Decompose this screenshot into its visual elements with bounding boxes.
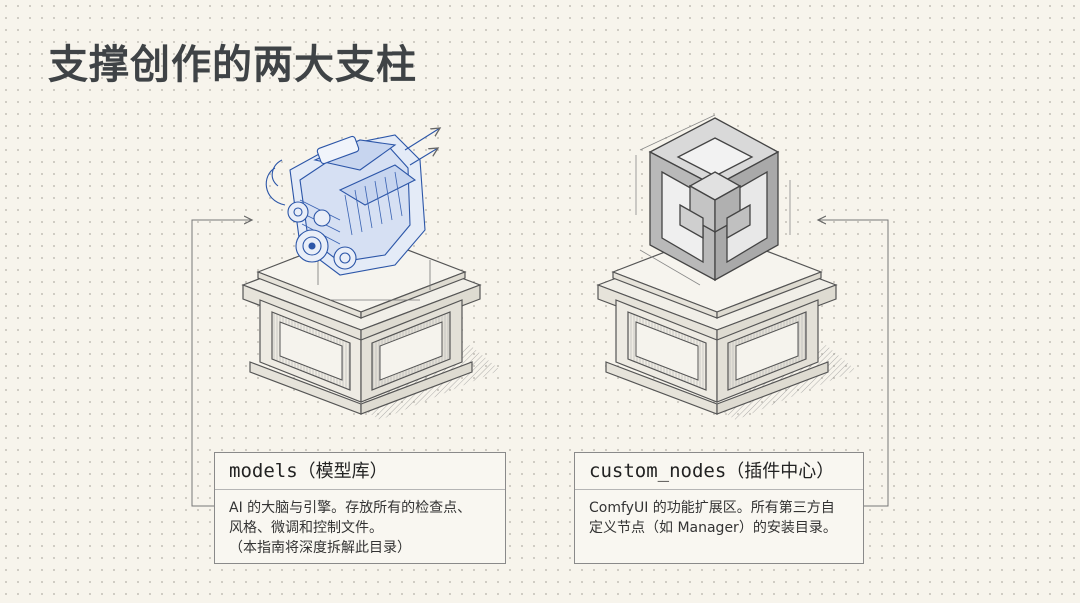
callout-connector-right [818, 220, 889, 507]
models-card: models（模型库） AI 的大脑与引擎。存放所有的检查点、 风格、微调和控制… [214, 452, 506, 564]
models-folder-name: models [229, 460, 298, 482]
custom-nodes-card-description: ComfyUI 的功能扩展区。所有第三方自 定义节点（如 Manager）的安装… [575, 490, 863, 546]
custom-nodes-desc-line: ComfyUI 的功能扩展区。所有第三方自 [589, 500, 835, 516]
models-desc-line: （本指南将深度拆解此目录） [229, 540, 411, 556]
callout-connector-left [191, 220, 252, 507]
custom-nodes-desc-line: 定义节点（如 Manager）的安装目录。 [589, 520, 837, 536]
page-title: 支撑创作的两大支柱 [48, 42, 417, 88]
left-pedestal [241, 231, 500, 420]
models-card-title: models（模型库） [215, 453, 505, 490]
custom-nodes-folder-name: custom_nodes [589, 460, 727, 482]
models-desc-line: AI 的大脑与引擎。存放所有的检查点、 [229, 500, 472, 516]
models-card-description: AI 的大脑与引擎。存放所有的检查点、 风格、微调和控制文件。 （本指南将深度拆… [215, 490, 505, 566]
custom-nodes-folder-subtitle: （插件中心） [726, 461, 835, 482]
custom-nodes-card: custom_nodes（插件中心） ComfyUI 的功能扩展区。所有第三方自… [574, 452, 864, 564]
custom-nodes-card-title: custom_nodes（插件中心） [575, 453, 863, 490]
models-desc-line: 风格、微调和控制文件。 [229, 520, 383, 536]
engine-icon [265, 128, 440, 301]
models-folder-subtitle: （模型库） [297, 461, 388, 482]
cube-frame-icon [635, 114, 791, 286]
